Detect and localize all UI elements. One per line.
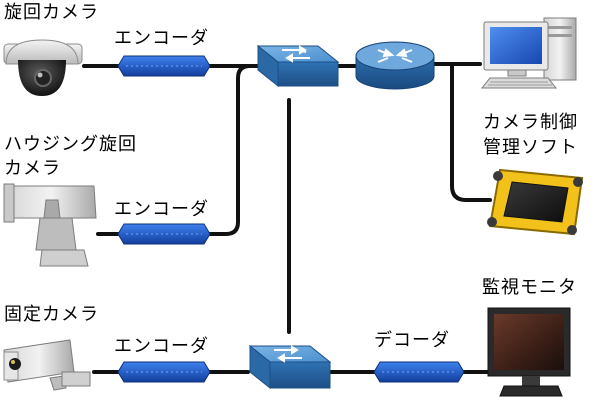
software-label-line2: 管理ソフト	[483, 137, 578, 158]
monitor-label: 監視モニタ	[482, 277, 577, 298]
software-label-line1: カメラ制御	[483, 112, 578, 133]
dome-camera-icon	[3, 39, 83, 96]
encoder-icon	[117, 223, 211, 245]
rugged-tablet-icon	[487, 168, 584, 236]
link-encoder2-switch	[206, 64, 260, 236]
network-switch-icon	[256, 44, 340, 88]
decoder-icon	[373, 361, 465, 383]
router-icon	[355, 41, 435, 90]
encoder-icon	[117, 361, 211, 383]
encoder-icon	[117, 55, 211, 77]
network-switch-icon	[248, 344, 332, 390]
ptz-camera-label: 旋回カメラ	[4, 2, 99, 23]
housing-camera-label-line1: ハウジング旋回	[4, 134, 137, 155]
encoder-label: エンコーダ	[114, 336, 209, 357]
desktop-pc-icon	[480, 17, 577, 89]
decoder-label: デコーダ	[374, 330, 450, 351]
housing-camera-label-line2: カメラ	[4, 158, 61, 179]
housing-ptz-camera-icon	[3, 183, 97, 267]
link-router-tablet	[450, 62, 492, 202]
lcd-monitor-icon	[487, 307, 571, 397]
connection-lines	[82, 62, 492, 374]
box-camera-icon	[3, 339, 91, 391]
fixed-camera-label: 固定カメラ	[4, 304, 99, 325]
encoder-label: エンコーダ	[114, 199, 209, 220]
encoder-label: エンコーダ	[114, 28, 209, 49]
